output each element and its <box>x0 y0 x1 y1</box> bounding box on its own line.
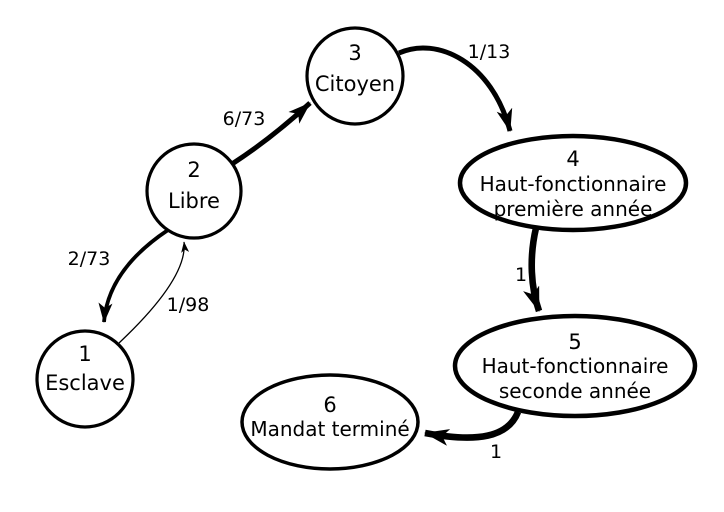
node-number: 4 <box>566 147 579 171</box>
node-4-ellipse <box>457 133 689 233</box>
edge-esclave-to-libre-arrow <box>118 241 190 344</box>
edge-probability-label: 1/98 <box>167 294 210 316</box>
edge-probability-label: 1 <box>490 441 502 463</box>
edge-citoyen-to-haut-fonctionnaire-1: 1/13 <box>397 41 513 132</box>
edge-citoyen-to-haut-fonctionnaire-1-arrow <box>397 45 513 132</box>
node-2-libre: 2 Libre <box>145 142 243 240</box>
node-label-line2: seconde année <box>499 379 651 403</box>
node-3-circle <box>305 26 405 126</box>
node-label-line1: Haut-fonctionnaire <box>482 354 669 378</box>
edge-haut-fonctionnaire-1-to-2-arrow <box>523 227 543 313</box>
node-6-ellipse <box>240 373 420 471</box>
node-label: Citoyen <box>315 72 395 96</box>
node-5-ellipse <box>452 313 698 419</box>
node-3-citoyen: 3 Citoyen <box>305 26 405 126</box>
edge-probability-label: 1/13 <box>468 41 511 63</box>
diagram-nodes: 1 Esclave 2 Libre 3 Citoyen 4 Haut-fonct… <box>35 26 698 471</box>
node-number: 2 <box>187 158 200 182</box>
node-1-esclave: 1 Esclave <box>35 329 135 429</box>
edge-probability-label: 2/73 <box>68 248 111 270</box>
node-label-line1: Haut-fonctionnaire <box>480 172 667 196</box>
node-5-haut-fonctionnaire-seconde-annee: 5 Haut-fonctionnaire seconde année <box>452 313 698 419</box>
edge-libre-to-citoyen: 6/73 <box>223 101 312 167</box>
node-label: Esclave <box>45 371 125 395</box>
edge-libre-to-esclave-arrow <box>98 228 170 323</box>
edge-haut-fonctionnaire-2-to-mandat-termine-arrow <box>424 410 522 446</box>
node-label: Libre <box>168 189 220 213</box>
edge-probability-label: 6/73 <box>223 108 266 130</box>
node-2-circle <box>145 142 243 240</box>
node-6-mandat-termine: 6 Mandat terminé <box>240 373 420 471</box>
node-1-circle <box>35 329 135 429</box>
node-label: Mandat terminé <box>250 417 409 441</box>
diagram-edges: 2/73 1/98 6/73 1/13 1 1 <box>68 41 543 463</box>
node-number: 3 <box>348 41 361 65</box>
edge-libre-to-esclave: 2/73 <box>68 228 170 323</box>
node-number: 6 <box>323 393 336 417</box>
edge-haut-fonctionnaire-2-to-mandat-termine: 1 <box>424 410 522 463</box>
edge-probability-label: 1 <box>515 264 527 286</box>
node-4-haut-fonctionnaire-premiere-annee: 4 Haut-fonctionnaire première année <box>457 133 689 233</box>
node-number: 5 <box>568 330 581 354</box>
edge-libre-to-citoyen-arrow <box>230 101 312 167</box>
edge-haut-fonctionnaire-1-to-2: 1 <box>515 227 543 313</box>
node-label-line2: première année <box>494 197 653 221</box>
edge-esclave-to-libre: 1/98 <box>118 241 210 344</box>
node-number: 1 <box>78 342 91 366</box>
